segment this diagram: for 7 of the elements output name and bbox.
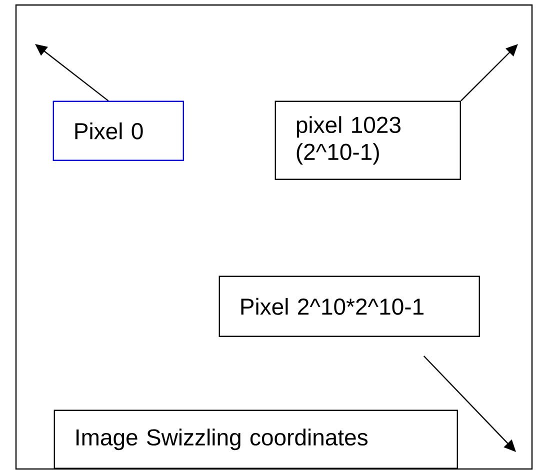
label-box: pixel 1023 (2^10-1) [274, 100, 461, 180]
label-box: Pixel 2^10*2^10-1 [218, 276, 480, 337]
arrow [460, 44, 518, 102]
image-frame [15, 4, 533, 470]
caption-box: Image Swizzling coordinates [54, 410, 458, 469]
label-box: Pixel 0 [52, 100, 184, 161]
arrow [423, 356, 516, 452]
